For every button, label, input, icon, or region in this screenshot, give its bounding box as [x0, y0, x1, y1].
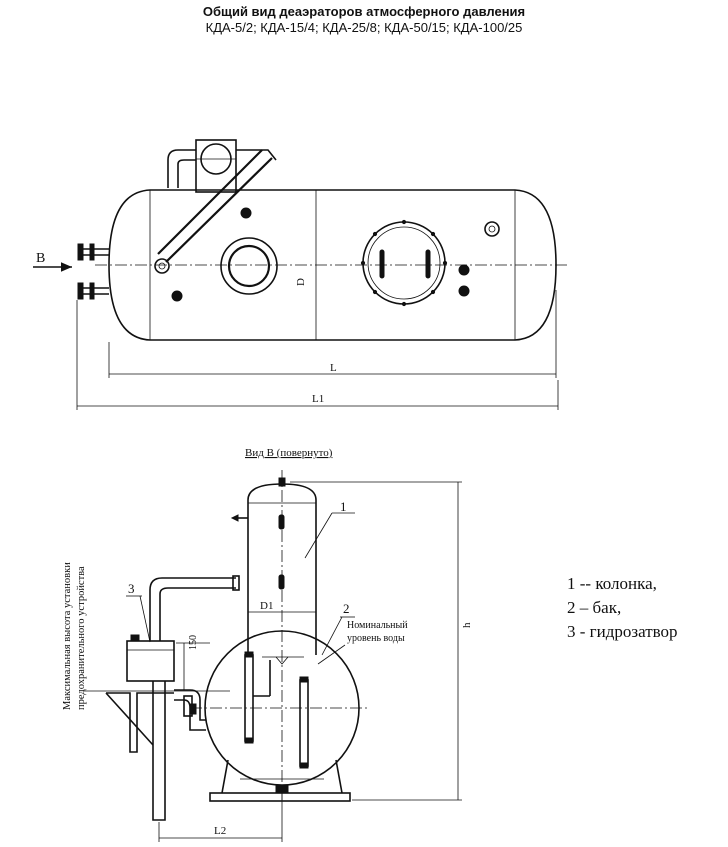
view-arrow-label: В [36, 251, 45, 266]
dim-l1-label: L1 [312, 393, 324, 405]
gauge-left [379, 249, 385, 279]
dim-l2-label: L2 [214, 825, 226, 837]
overflow-pipe-outer [174, 689, 206, 721]
fitting-1 [240, 207, 252, 219]
tank-gauge-right [299, 679, 309, 767]
legend: 1 -- колонка, 2 – бак, 3 - гидрозатвор [567, 572, 678, 644]
drawing-subtitle: КДА-5/2; КДА-15/4; КДА-25/8; КДА-50/15; … [205, 20, 523, 35]
vertical-note-1: Максимальная высота установки [62, 562, 73, 710]
support-left [221, 759, 229, 794]
view-caption: Вид В (повернуто) [245, 447, 333, 459]
dim-h-label: h [461, 622, 473, 628]
water-level-label-1: Номинальный [347, 620, 408, 631]
left-nozzles [77, 243, 109, 300]
tank-top-view: D [33, 139, 570, 410]
deaerator-column [247, 483, 317, 655]
dim-d1-label: D1 [260, 600, 273, 612]
manhole-inner [227, 244, 271, 288]
dim-l-label: L [330, 362, 337, 374]
support-right [335, 759, 343, 794]
water-level-label-2: уровень воды [347, 633, 405, 644]
callout-1: 1 [340, 499, 347, 514]
drawing-title: Общий вид деаэраторов атмосферного давле… [202, 4, 526, 19]
fitting-3 [458, 264, 470, 276]
legend-item-3: 3 - гидрозатвор [567, 622, 678, 641]
seal-pipe-inner [159, 587, 236, 641]
drain-pipe [152, 681, 166, 821]
seal-pipe-outer [149, 577, 236, 641]
pipe-upper-left [167, 149, 196, 188]
dim-150-label: 150 [188, 635, 199, 650]
legend-item-2: 2 – бак, [567, 598, 622, 617]
gauge-right [425, 249, 431, 279]
callout-2: 2 [343, 601, 350, 616]
hydro-seal [126, 640, 175, 682]
fitting-4 [458, 285, 470, 297]
title-block: Общий вид деаэраторов атмосферного давле… [0, 4, 728, 36]
pipe-elbow [154, 258, 170, 274]
fitting-top-right [484, 221, 500, 237]
flange-bolts [360, 219, 448, 307]
tank-gauge-left [244, 654, 254, 742]
base-plate [209, 792, 351, 802]
manhole-outer [220, 237, 278, 295]
dim-d-label: D [295, 278, 307, 286]
diagonal-pipe [165, 157, 273, 263]
fitting-2 [171, 290, 183, 302]
seal-stand [106, 692, 174, 753]
callout-3: 3 [128, 581, 135, 596]
column-box [195, 139, 237, 193]
vertical-note-2: предохранительного устройства [76, 566, 87, 710]
legend-item-1: 1 -- колонка, [567, 574, 657, 593]
tank-side-view: Вид В (повернуто) Максимальная высота ус… [62, 447, 473, 842]
